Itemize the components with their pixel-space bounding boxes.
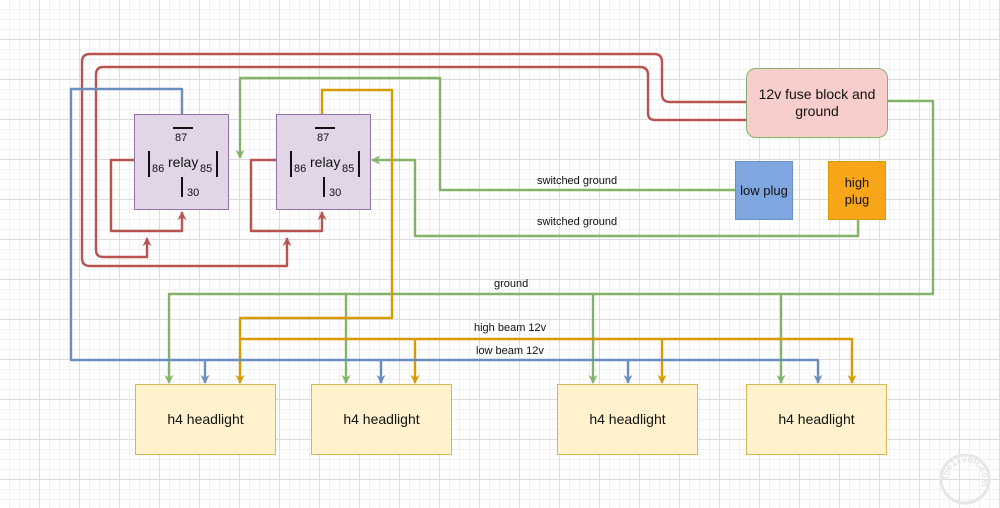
relay-pin-85: 85: [200, 163, 213, 175]
low-plug-label: low plug: [740, 183, 788, 198]
headlight-label: h4 headlight: [167, 411, 244, 427]
relay2-coil-loop: [249, 158, 327, 233]
low-beam-feed-wire: [69, 87, 823, 384]
relay-pin-30: 30: [329, 187, 342, 199]
relay1-coil-loop: [109, 158, 187, 233]
watermark-seal: the12volt.com: [939, 453, 991, 505]
relay-pin-86: 86: [152, 163, 165, 175]
relay-pin-86-bar: [148, 151, 150, 177]
relay-pin-85-bar: [216, 151, 218, 177]
high-beam-label: high beam 12v: [474, 322, 547, 334]
high-plug[interactable]: high plug: [828, 161, 886, 220]
headlight-label: h4 headlight: [778, 411, 855, 427]
relay-label: relay: [168, 154, 199, 170]
high-plug-label: high plug: [844, 174, 870, 207]
headlight-label: h4 headlight: [589, 411, 666, 427]
headlight-1[interactable]: h4 headlight: [135, 384, 276, 455]
watermark-text: the12volt.com: [940, 454, 990, 488]
switched-ground-high-wire: [371, 155, 860, 238]
relay-pin-87: 87: [175, 132, 188, 144]
fuse-block[interactable]: 12v fuse block and ground: [746, 68, 888, 138]
svg-text:the12volt.com: the12volt.com: [940, 454, 990, 488]
relay-pin-87: 87: [317, 132, 330, 144]
headlight-2[interactable]: h4 headlight: [311, 384, 452, 455]
relay-2[interactable]: 87 86 relay 85 30: [276, 114, 371, 210]
ground-label: ground: [494, 278, 529, 290]
relay-pin-86: 86: [294, 163, 307, 175]
relay-1[interactable]: 87 86 relay 85 30: [134, 114, 229, 210]
relay-pin-86-bar: [290, 151, 292, 177]
relay-pin-30-bar: [323, 177, 325, 197]
relay-pin-85: 85: [342, 163, 355, 175]
switched-ground-label: switched ground: [537, 175, 618, 187]
relay-label: relay: [310, 154, 341, 170]
power-wire-outer: [80, 52, 746, 268]
relay-pin-30: 30: [187, 187, 200, 199]
low-beam-label: low beam 12v: [476, 345, 544, 357]
ground-bus-wire: [164, 99, 935, 384]
switched-ground-label: switched ground: [537, 216, 618, 228]
relay-pin-85-bar: [358, 151, 360, 177]
fuse-block-label: 12v fuse block and ground: [758, 86, 876, 119]
headlight-3[interactable]: h4 headlight: [557, 384, 698, 455]
high-beam-feed-wire: [235, 88, 394, 384]
relay-pin-30-bar: [181, 177, 183, 197]
headlight-4[interactable]: h4 headlight: [746, 384, 887, 455]
headlight-label: h4 headlight: [343, 411, 420, 427]
relay-pin-87-bar: [315, 127, 335, 129]
low-plug[interactable]: low plug: [735, 161, 793, 220]
switched-ground-low-wire: [235, 76, 735, 192]
power-wire-inner: [94, 65, 746, 259]
relay-pin-87-bar: [173, 127, 193, 129]
high-beam-bus-wire: [240, 337, 857, 384]
